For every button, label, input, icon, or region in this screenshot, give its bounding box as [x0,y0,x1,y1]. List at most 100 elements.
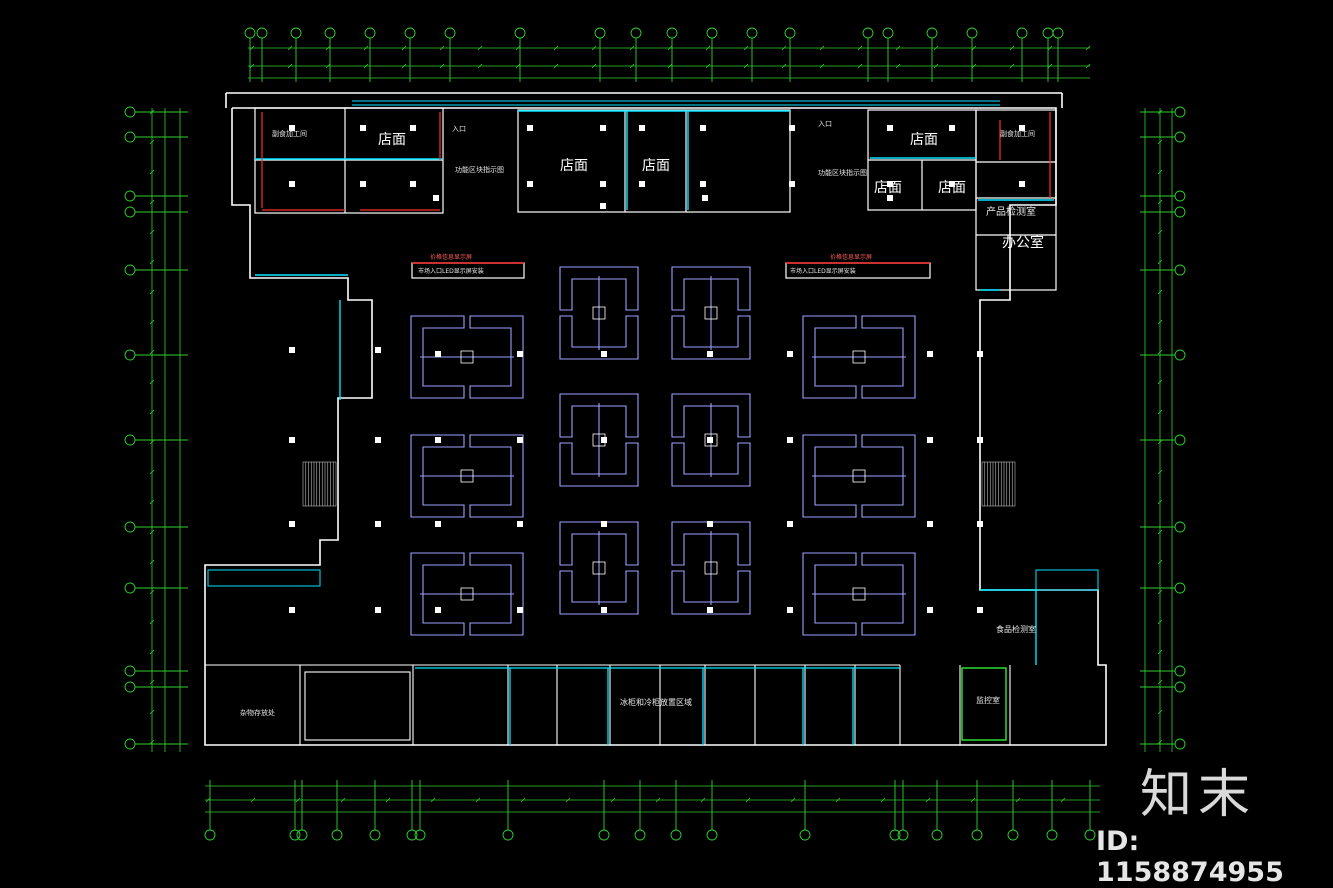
stall-sink [852,350,866,364]
dim-tick [149,649,155,655]
dim-tick [655,797,661,803]
dim-tick [700,797,706,803]
stall-island [559,521,639,615]
stall-counter [861,434,916,518]
column [600,181,606,187]
column [289,181,295,187]
column [375,347,381,353]
dim-tick [781,63,787,69]
column [887,125,893,131]
stall-counter [802,315,857,399]
stall-sink [852,469,866,483]
axis-bubble [1174,681,1186,693]
axis-bubble [514,27,526,39]
dim-tick [553,63,559,69]
shop-partitions [254,107,1057,291]
dim-tick [970,797,976,803]
stall-counter [559,266,639,311]
axis-bubble [1084,829,1096,841]
stall-island [671,521,751,615]
axis-bubble [1016,27,1028,39]
dim-tick [1157,169,1163,175]
dim-tick [880,797,886,803]
dim-tick [629,63,635,69]
stall-island [410,552,524,636]
dim-tick [401,45,407,51]
column [600,125,606,131]
room-label-food-test: 食品检测室 [996,624,1036,634]
axis-bubble [124,681,136,693]
axis-bubble [1174,264,1186,276]
column [527,125,533,131]
room-labels: 店面 店面 店面 店面 店面 店面 办公室 产品检测室 食品检测室 监控室 [378,132,1044,705]
stall-sink [460,350,474,364]
room-label-store: 店面 [642,158,670,174]
column [707,521,713,527]
dim-tick [250,797,256,803]
dim-tick [1085,63,1091,69]
stall-counter [559,393,639,438]
dim-tick [477,45,483,51]
dim-tick [149,319,155,325]
dim-tick [1157,559,1163,565]
axis-bubble [124,521,136,533]
dim-tick [149,559,155,565]
dim-tick [149,199,155,205]
axis-bubble [124,106,136,118]
stall-counter [559,442,639,487]
axis-bubble [1174,665,1186,677]
column [1019,125,1025,131]
dim-tick [1157,649,1163,655]
stall-island [802,552,916,636]
price-display-boards [411,262,931,279]
annotation-entrance: 入口 [818,120,832,128]
market-stalls [410,266,916,636]
dim-tick [591,45,597,51]
axis-bubble [630,27,642,39]
axis-bubble [124,131,136,143]
axis-bubble [706,27,718,39]
dim-tick [1157,469,1163,475]
axis-bubble [1174,131,1186,143]
dim-tick [363,45,369,51]
dim-tick [1157,679,1163,685]
axis-bubble [1174,521,1186,533]
axis-bubble [124,349,136,361]
axis-bubble [746,27,758,39]
dim-tick [325,63,331,69]
dim-tick [149,709,155,715]
column [977,521,983,527]
dim-tick [149,469,155,475]
dim-tick [287,45,293,51]
axis-bubble [331,829,343,841]
dim-tick [340,797,346,803]
axis-bubble [1174,349,1186,361]
dim-tick [1009,45,1015,51]
column [787,521,793,527]
column [375,521,381,527]
axis-bubble [124,582,136,594]
stall-counter [469,315,524,399]
axis-bubble [444,27,456,39]
dim-tick [553,45,559,51]
column [639,125,645,131]
dim-tick [781,45,787,51]
stall-counter [671,315,751,360]
axis-bubble [889,829,901,841]
stall-sink [592,306,606,320]
axis-bubble [124,738,136,750]
dim-tick [835,797,841,803]
column [927,607,933,613]
dim-tick [1015,797,1021,803]
dim-tick [249,45,255,51]
axis-bubble [290,27,302,39]
dim-tick [149,409,155,415]
stall-island [559,393,639,487]
stall-counter [410,552,465,636]
column [375,437,381,443]
room-label-store: 店面 [910,132,938,148]
stall-counter [469,434,524,518]
stall-island [802,315,916,399]
column [949,125,955,131]
column [435,351,441,357]
